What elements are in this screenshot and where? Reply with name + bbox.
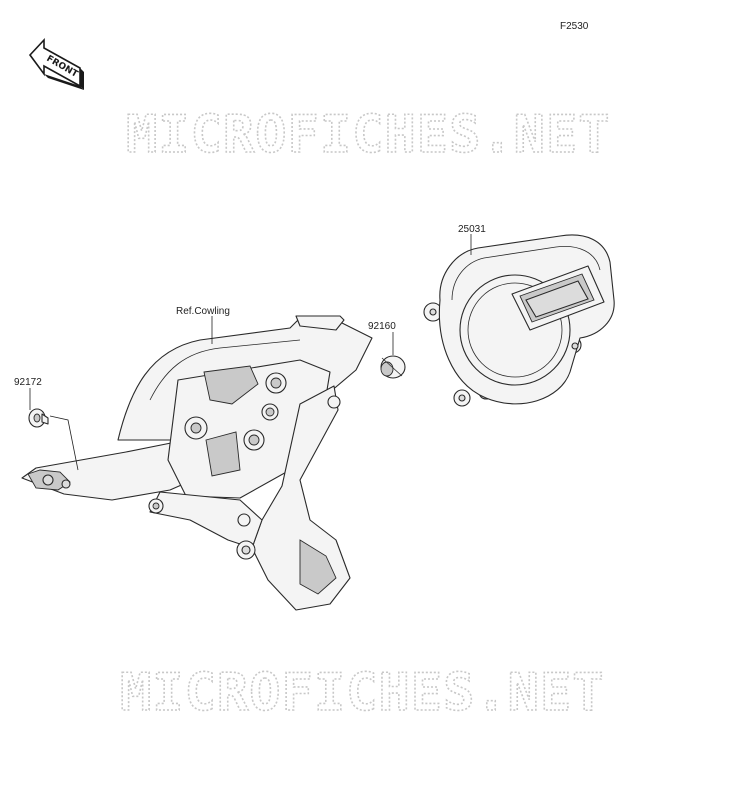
callout-ref-cowling: Ref.Cowling (176, 306, 230, 317)
callout-92160: 92160 (368, 321, 396, 332)
watermark-top: MICROFICHES.NET (126, 105, 611, 165)
watermark-bottom: MICROFICHES.NET (120, 663, 605, 723)
bolt[interactable] (28, 408, 49, 428)
cowling-stay (21, 315, 373, 611)
callout-92172: 92172 (14, 377, 42, 388)
front-arrow-icon: FRONT (28, 37, 84, 90)
grommet[interactable] (380, 355, 406, 379)
meter-assembly[interactable] (423, 234, 615, 407)
callout-25031: 25031 (458, 224, 486, 235)
figure-code: F2530 (560, 21, 589, 32)
